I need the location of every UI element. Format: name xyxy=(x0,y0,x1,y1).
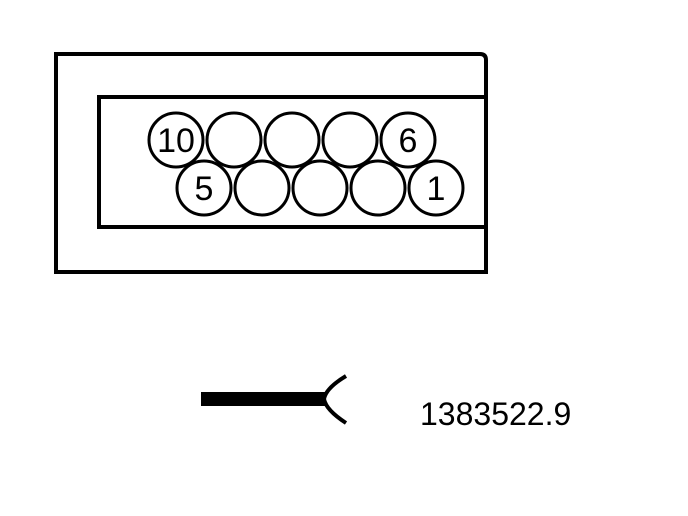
connector-terminal-symbol-icon xyxy=(201,374,348,425)
connector-pin-3 xyxy=(291,159,349,217)
connector-pin-8 xyxy=(263,111,321,169)
pin-circle xyxy=(407,159,465,217)
pin-circle xyxy=(379,111,437,169)
pin-circle xyxy=(349,159,407,217)
pin-circle xyxy=(263,111,321,169)
connector-pin-5: 5 xyxy=(175,159,233,217)
pin-number-label: 10 xyxy=(157,122,195,160)
connector-pin-9 xyxy=(205,111,263,169)
pin-circle xyxy=(175,159,233,217)
connector-pin-2 xyxy=(349,159,407,217)
pin-number-label: 6 xyxy=(399,122,418,160)
pin-circle xyxy=(147,111,205,169)
pin-row-top: 10 6 xyxy=(147,111,437,169)
connector-pin-7 xyxy=(321,111,379,169)
pin-number-label: 5 xyxy=(195,170,214,208)
pin-circle xyxy=(233,159,291,217)
connector-inner-cavity xyxy=(97,95,488,229)
pin-circle xyxy=(205,111,263,169)
pin-circle xyxy=(321,111,379,169)
reference-number: 1383522.9 xyxy=(420,396,571,432)
connector-pin-10: 10 xyxy=(147,111,205,169)
connector-pin-4 xyxy=(233,159,291,217)
connector-pin-1: 1 xyxy=(407,159,465,217)
pin-number-label: 1 xyxy=(427,170,446,208)
pin-circle xyxy=(291,159,349,217)
connector-pin-6: 6 xyxy=(379,111,437,169)
